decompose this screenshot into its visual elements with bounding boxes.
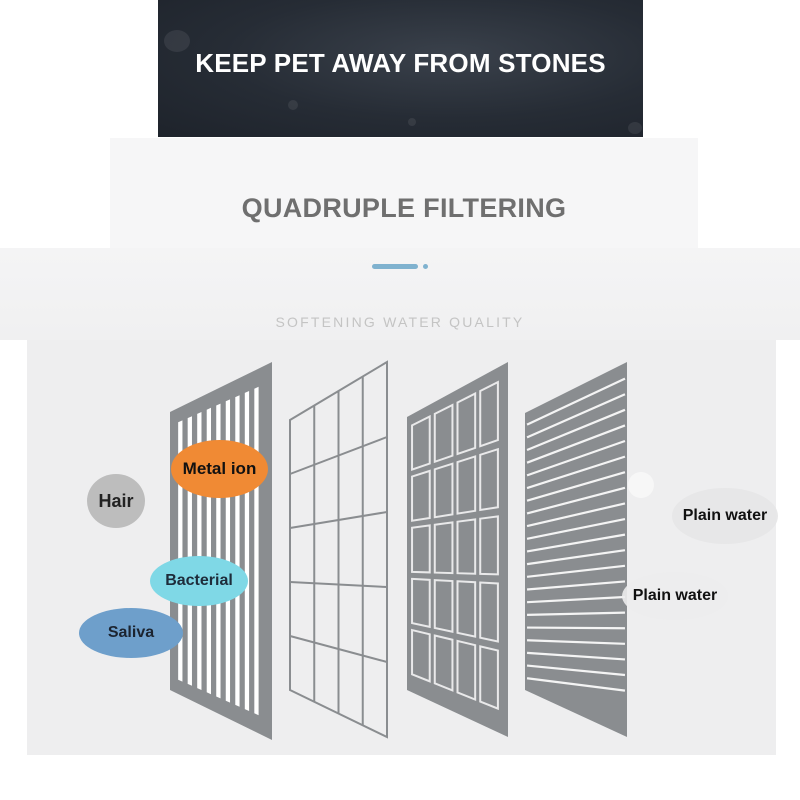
louver-line xyxy=(526,424,626,464)
filter-slot xyxy=(244,391,250,711)
louver-line xyxy=(526,651,626,661)
louver-line xyxy=(526,377,626,426)
plain-water-label-1: Plain water xyxy=(682,507,768,524)
banner-title: KEEP PET AWAY FROM STONES xyxy=(195,48,606,78)
louver-line xyxy=(526,580,626,591)
louver-line xyxy=(526,664,626,677)
grid-cell xyxy=(433,579,454,633)
section-subheader-panel xyxy=(0,248,800,340)
hair-label: Hair xyxy=(98,490,134,511)
top-banner: KEEP PET AWAY FROM STONES xyxy=(158,0,643,137)
plain-water-bubble-1: Plain water xyxy=(672,488,778,544)
grid-cell xyxy=(456,391,477,456)
grid-cell xyxy=(411,414,431,471)
louver-line xyxy=(526,639,626,645)
louver-line xyxy=(526,393,626,439)
metal-ion-bubble: Metal ion xyxy=(171,440,268,498)
saliva-label: Saliva xyxy=(107,624,155,641)
grid-cell xyxy=(456,580,477,638)
louver-line xyxy=(526,549,626,566)
grid-cell xyxy=(433,403,454,464)
grid-cell xyxy=(456,639,477,701)
grid-cell xyxy=(411,577,431,629)
grid-cell xyxy=(433,462,454,519)
accent-bar xyxy=(372,264,418,269)
grid-cell xyxy=(411,524,431,574)
louver-line xyxy=(526,408,626,452)
louver-line xyxy=(526,517,626,540)
grid-line xyxy=(289,436,388,475)
filter-layer-1 xyxy=(170,362,272,740)
filter-layer-3 xyxy=(407,362,508,737)
louver-line xyxy=(527,626,625,630)
louver-line xyxy=(526,564,626,578)
filter-slot xyxy=(254,386,259,716)
hair-bubble: Hair xyxy=(87,474,145,528)
grid-cell xyxy=(411,469,431,522)
louver-line xyxy=(526,677,626,692)
plain-water-bubble-2: Plain water xyxy=(622,572,728,620)
louver-line xyxy=(526,471,626,502)
louver-line xyxy=(527,611,625,616)
grid-cell xyxy=(479,645,499,711)
section-subtitle: SOFTENING WATER QUALITY xyxy=(275,314,525,330)
grid-cell xyxy=(479,447,499,512)
bacterial-label: Bacterial xyxy=(165,572,233,589)
filter-illustration-background xyxy=(27,340,776,755)
section-title: QUADRUPLE FILTERING xyxy=(241,193,567,223)
louver-line xyxy=(526,455,626,490)
filter-layer-2 xyxy=(289,360,388,739)
louver-line xyxy=(526,439,626,477)
louver-line xyxy=(526,502,626,528)
grid-cell xyxy=(479,515,499,576)
grid-cell xyxy=(479,581,499,643)
grid-line xyxy=(289,635,388,663)
grid-cell xyxy=(456,455,477,515)
metal-ion-label: Metal ion xyxy=(182,459,257,478)
bacterial-bubble: Bacterial xyxy=(150,556,248,606)
louver-line xyxy=(526,533,626,553)
grid-cell xyxy=(479,380,499,448)
grid-cell xyxy=(411,628,431,683)
grid-cell xyxy=(433,634,454,692)
plain-water-label-2: Plain water xyxy=(632,587,718,604)
filter-layer-4 xyxy=(525,362,627,737)
grid-cell xyxy=(456,518,477,575)
louver-line xyxy=(526,595,626,604)
saliva-bubble: Saliva xyxy=(79,608,183,658)
section-header-panel xyxy=(110,138,698,250)
accent-dot xyxy=(423,264,428,269)
water-droplet xyxy=(628,472,654,498)
grid-cell xyxy=(433,521,454,575)
louver-line xyxy=(526,486,626,515)
grid-line xyxy=(289,511,388,529)
grid-line xyxy=(289,581,388,588)
